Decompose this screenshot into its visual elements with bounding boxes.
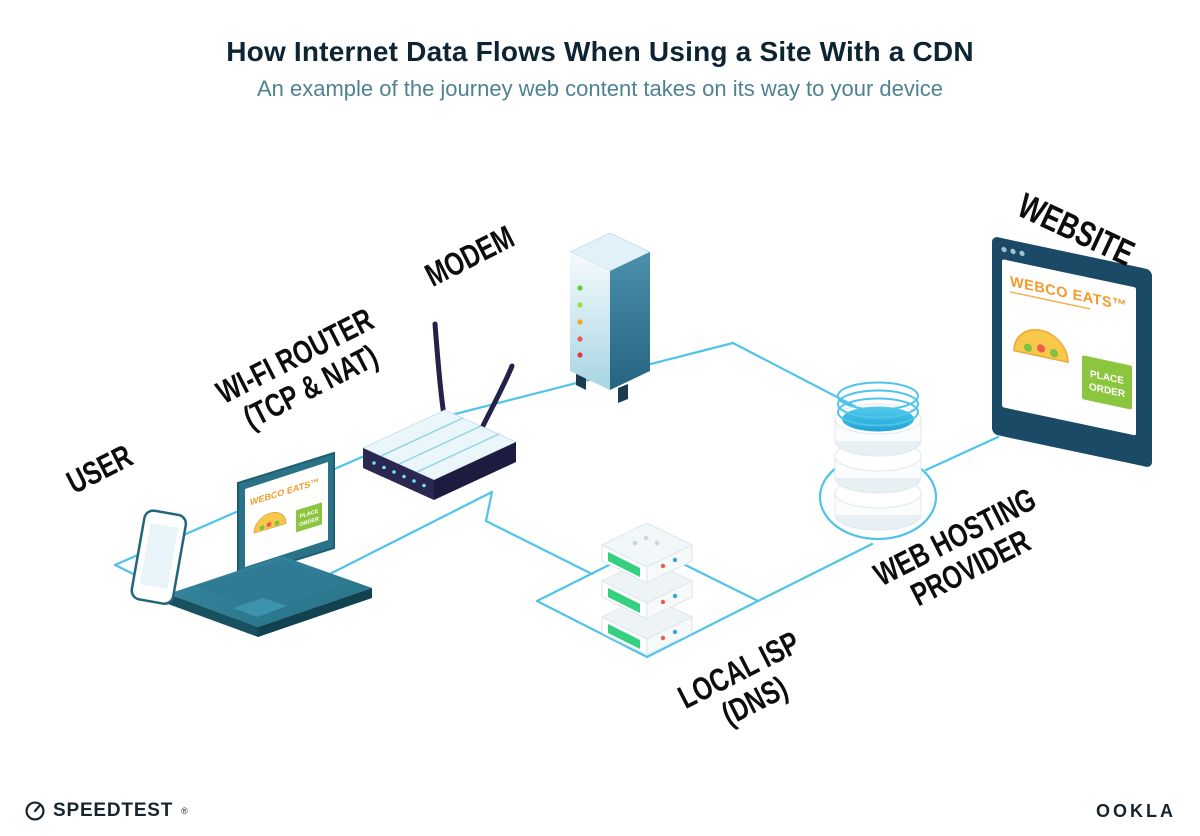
speedtest-gauge-icon <box>25 801 45 821</box>
router-grooves <box>380 417 500 473</box>
modem-front <box>570 252 610 390</box>
speedtest-logo: SPEEDTEST ® <box>24 800 189 822</box>
laptop-trackpad <box>233 598 287 617</box>
router-front-left <box>363 448 434 500</box>
laptop-base-front <box>168 594 258 637</box>
laptop-order-line2: ORDER <box>299 516 319 528</box>
line-isp-to-hosting <box>756 542 874 603</box>
db-water <box>842 406 914 432</box>
hosting-database-illustration <box>834 381 922 531</box>
router-front-right <box>434 442 516 500</box>
speedtest-wordmark: SPEEDTEST <box>53 800 174 821</box>
router-leds <box>372 461 426 488</box>
server-slab <box>600 522 694 584</box>
line-router-to-isp <box>484 490 594 576</box>
page-subtitle: An example of the journey web content ta… <box>256 76 944 101</box>
laptop-order-badge <box>296 502 322 533</box>
browser-window-dots <box>1001 246 1025 257</box>
user-laptop-illustration: WEBCO EATS™ PLACE ORDER <box>130 451 372 637</box>
isp-server-illustration <box>600 522 694 656</box>
taco-icon-small <box>253 512 287 534</box>
user-phone-illustration <box>130 509 188 605</box>
ookla-logo: OOKLA <box>1096 800 1176 821</box>
db-rings <box>837 381 919 427</box>
laptop-order-line1: PLACE <box>300 509 319 521</box>
taco-icon <box>1013 329 1069 364</box>
router-illustration <box>361 321 518 500</box>
website-browser-illustration: WEBCO EATS™ PLACE ORDER <box>992 237 1152 467</box>
page-title: How Internet Data Flows When Using a Sit… <box>226 36 974 67</box>
modem-side <box>610 252 650 390</box>
website-underline <box>1010 291 1090 310</box>
laptop-keyboard <box>196 560 345 610</box>
line-hosting-to-website <box>924 435 1000 472</box>
server-top-dots <box>632 535 660 546</box>
place-order-button: PLACE ORDER <box>1082 355 1132 410</box>
modem-foot-right <box>618 384 628 403</box>
footer: SPEEDTEST ® OOKLA <box>0 800 1200 822</box>
modem-leds <box>577 285 583 358</box>
laptop-screen-display <box>245 462 328 567</box>
line-modem <box>418 341 864 425</box>
speedtest-trademark: ® <box>181 806 189 816</box>
laptop-base-right <box>258 588 372 637</box>
modem-illustration <box>568 232 652 403</box>
